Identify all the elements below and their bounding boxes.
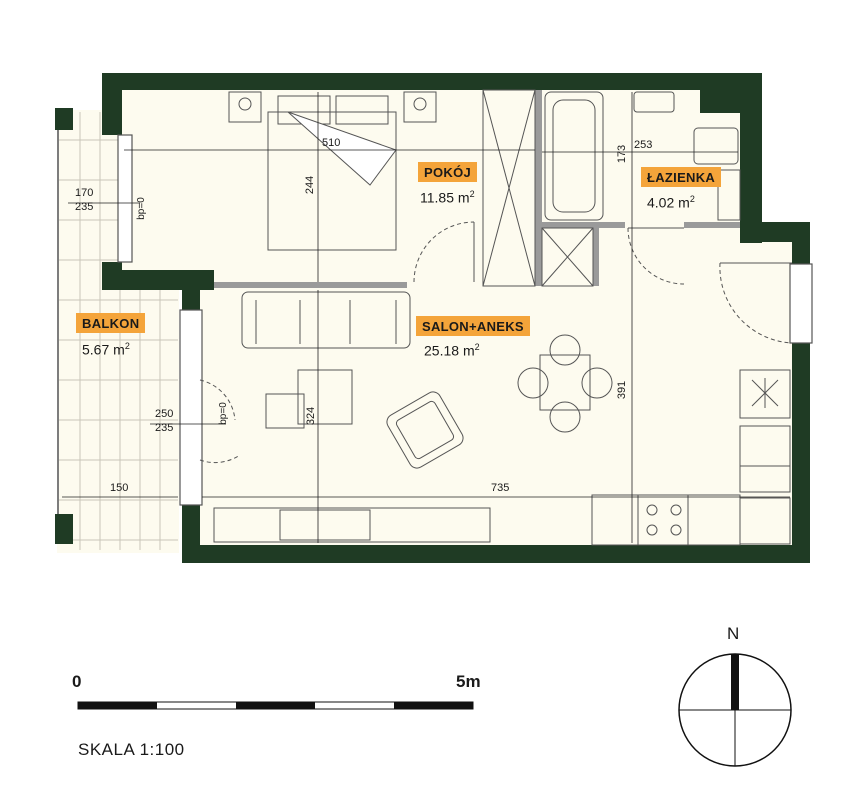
outer-walls: [55, 73, 810, 563]
room-area-value: 25.18: [424, 342, 460, 359]
room-area-value: 5.67: [82, 341, 110, 358]
compass-north-label: N: [727, 624, 740, 643]
dim-window-bottom-a: 250: [155, 408, 174, 420]
bathroom-door: [627, 227, 685, 285]
scale-bar: [77, 701, 474, 710]
bed: [267, 95, 397, 251]
squared-sup: 2: [469, 189, 475, 199]
room-label-salon: SALON+ANEKS: [416, 316, 530, 336]
scale-start-label: 0: [72, 672, 82, 691]
sofa: [241, 291, 411, 349]
dim-window-top-b: 235: [75, 201, 94, 213]
dimension-lines: [62, 92, 790, 543]
dim-pokoj-width: 510: [322, 137, 341, 149]
dim-bp-top: bp=0: [135, 197, 147, 220]
room-label-lazienka: ŁAZIENKA: [641, 167, 722, 187]
dim-lazienka-height: 173: [616, 144, 629, 164]
compass: [678, 653, 792, 767]
dim-salon-height: 324: [305, 406, 318, 426]
room-area-pokoj: 11.85 m2: [420, 189, 475, 206]
night-stands: [228, 91, 437, 123]
room-area-unit: m: [462, 342, 475, 359]
dim-balkon-width: 150: [110, 482, 129, 494]
bathroom-fixtures: [541, 91, 741, 287]
dining-set: [517, 334, 613, 433]
squared-sup: 2: [689, 194, 695, 204]
entrance-door: [719, 262, 793, 344]
dim-window-top-a: 170: [75, 187, 94, 199]
room-area-value: 11.85: [420, 189, 454, 206]
dim-window-bottom-b: 235: [155, 422, 174, 434]
room-area-unit: m: [113, 341, 125, 358]
dim-lazienka-width: 253: [634, 139, 653, 151]
dim-salon-width: 735: [491, 482, 510, 494]
balcony-door: [199, 379, 241, 464]
dim-pokoj-height: 244: [304, 175, 317, 195]
armchair: [386, 391, 464, 469]
windows: [117, 134, 813, 506]
room-label-pokoj: POKÓJ: [418, 162, 478, 182]
bedroom-door: [413, 221, 475, 283]
room-area-unit: m: [457, 189, 470, 206]
room-area-lazienka: 4.02 m2: [647, 194, 695, 211]
squared-sup: 2: [474, 342, 480, 352]
kitchen-counters: [213, 369, 791, 546]
scale-caption: SKALA 1:100: [78, 740, 185, 759]
room-area-value: 4.02: [647, 194, 675, 211]
squared-sup: 2: [124, 341, 130, 351]
room-label-balkon: BALKON: [76, 313, 146, 333]
scale-end-label: 5m: [456, 672, 481, 691]
dim-kitchen-height: 391: [616, 380, 629, 400]
wardrobe: [482, 89, 536, 287]
living-tables: [265, 369, 353, 429]
dim-bp-bottom: bp=0: [217, 402, 229, 425]
room-area-balkon: 5.67 m2: [82, 341, 130, 358]
room-area-salon: 25.18 m2: [424, 342, 480, 359]
partition-walls: [214, 90, 740, 288]
room-area-unit: m: [678, 194, 690, 211]
